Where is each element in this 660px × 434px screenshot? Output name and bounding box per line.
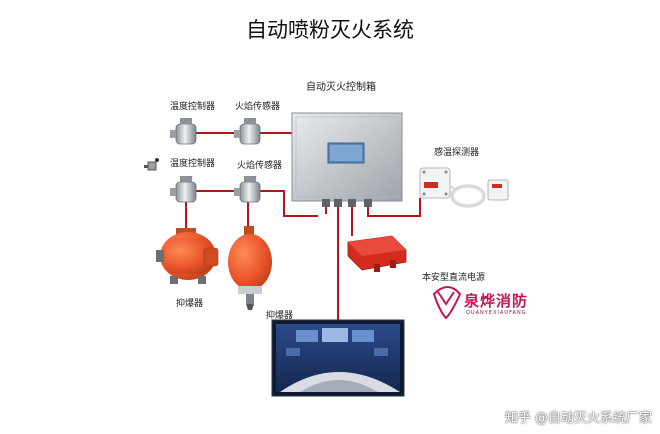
watermark: 知乎 @自动灭火系统厂家 — [504, 411, 652, 426]
label-temp-detector: 感温探测器 — [434, 148, 480, 158]
small-valve — [144, 158, 159, 171]
temperature-detector — [419, 167, 509, 208]
label-temp-controller-1: 温度控制器 — [170, 102, 216, 112]
temp-controller-1 — [170, 118, 197, 145]
flame-sensor-2 — [234, 176, 261, 203]
label-flame-sensor-2: 火焰传感器 — [237, 161, 283, 171]
label-temp-controller-2: 温度控制器 — [170, 159, 216, 169]
suppressor-2 — [228, 226, 272, 310]
label-suppressor-1: 抑爆器 — [176, 299, 204, 309]
label-flame-sensor-1: 火焰传感器 — [235, 102, 281, 112]
label-control-box: 自动灭火控制箱 — [306, 82, 376, 93]
suppressor-1 — [156, 228, 219, 284]
brand-logo-mark — [432, 286, 462, 320]
flame-sensor-1 — [234, 118, 261, 145]
brand-logo-subtext: QUANYEXIAOFANG — [466, 310, 527, 316]
label-suppressor-2: 抑爆器 — [266, 311, 294, 321]
label-power-supply: 本安型直流电源 — [422, 273, 486, 283]
diagram-title: 自动喷粉灭火系统 — [246, 18, 414, 42]
temp-controller-2 — [170, 176, 197, 203]
power-supply — [347, 235, 407, 272]
control-room-monitor — [271, 319, 405, 397]
brand-logo-text: 泉烨消防 — [464, 292, 529, 310]
control-box — [291, 112, 403, 207]
